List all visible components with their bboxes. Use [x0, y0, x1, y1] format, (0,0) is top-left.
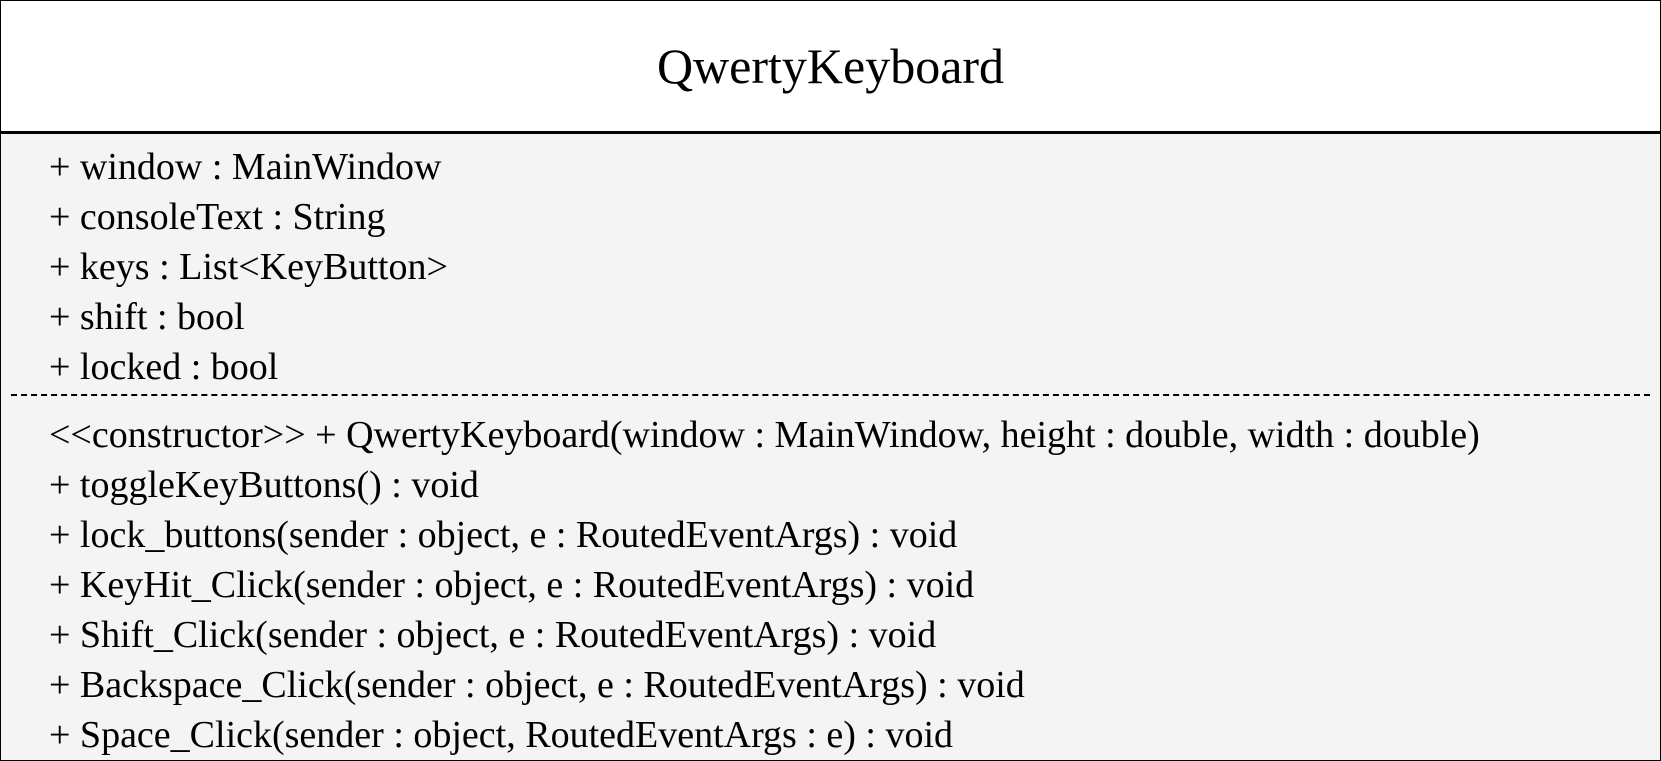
- attribute-locked: + locked : bool: [49, 346, 279, 388]
- operation-lock-buttons: + lock_buttons(sender : object, e : Rout…: [49, 514, 958, 556]
- operations-compartment: <<constructor>> + QwertyKeyboard(window …: [1, 402, 1660, 760]
- attribute-console-text: + consoleText : String: [49, 196, 386, 238]
- operation-keyhit-click: + KeyHit_Click(sender : object, e : Rout…: [49, 564, 975, 606]
- operation-shift-click: + Shift_Click(sender : object, e : Route…: [49, 614, 937, 656]
- attributes-compartment: + window : MainWindow + consoleText : St…: [1, 134, 1660, 394]
- attribute-window: + window : MainWindow: [49, 146, 442, 188]
- operation-space-click: + Space_Click(sender : object, RoutedEve…: [49, 714, 954, 756]
- compartment-divider: [11, 394, 1650, 396]
- class-header: QwertyKeyboard: [1, 1, 1660, 134]
- class-name: QwertyKeyboard: [656, 38, 1005, 94]
- attribute-shift: + shift : bool: [49, 296, 245, 338]
- operation-constructor: <<constructor>> + QwertyKeyboard(window …: [49, 414, 1480, 456]
- operation-backspace-click: + Backspace_Click(sender : object, e : R…: [49, 664, 1025, 706]
- attribute-keys: + keys : List<KeyButton>: [49, 246, 448, 288]
- operation-toggle-key-buttons: + toggleKeyButtons() : void: [49, 464, 479, 506]
